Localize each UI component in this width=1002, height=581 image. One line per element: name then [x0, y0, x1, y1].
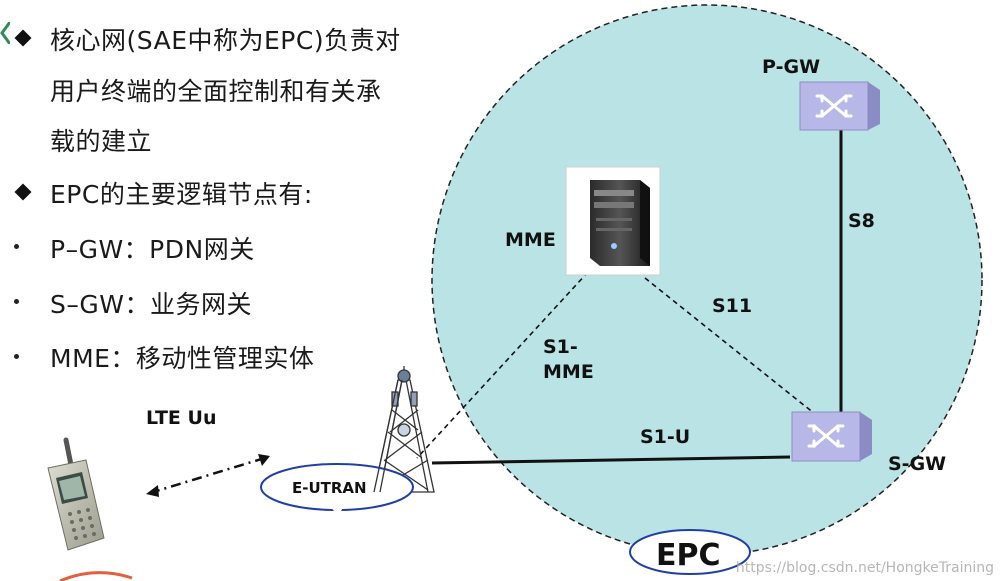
left-edge-mark	[0, 22, 10, 44]
lte-uu-arrow-icon	[146, 454, 270, 497]
bullet-2-line-1: EPC的主要逻辑节点有:	[50, 180, 313, 209]
epc-label: EPC	[656, 538, 721, 573]
pgw-label: P-GW	[762, 56, 820, 78]
epc-label-ellipse	[629, 529, 751, 575]
link-s1-u	[431, 455, 791, 465]
mme-server-icon	[565, 166, 661, 276]
bullet-1-line-1: 核心网(SAE中称为EPC)负责对	[50, 26, 401, 55]
tower-overlap-icon	[373, 379, 403, 493]
mme-label: MME	[505, 229, 556, 251]
bullet-3-line-1: P–GW：PDN网关	[50, 235, 255, 264]
bottom-orange-arc	[59, 571, 133, 581]
bullet-5-line-1: MME：移动性管理实体	[50, 344, 315, 373]
watermark-text: https://blog.csdn.net/HongkeTraining	[736, 560, 994, 576]
s1-mme-label-line-1: S1-	[543, 336, 578, 358]
s8-label: S8	[848, 210, 875, 232]
s11-label: S11	[712, 295, 752, 317]
dot-bullet-icon	[14, 354, 19, 359]
s1-mme-label-line-2: MME	[543, 361, 594, 383]
bullet-1-line-3: 载的建立	[50, 127, 153, 156]
lte-uu-label: LTE Uu	[146, 407, 216, 429]
sgw-label: S-GW	[888, 453, 946, 475]
bullet-1-line-2: 用户终端的全面控制和有关承	[50, 77, 382, 106]
eutran-label: E-UTRAN	[292, 479, 367, 497]
pgw-router-icon	[799, 81, 880, 131]
bullet-4-line-1: S–GW：业务网关	[50, 290, 252, 319]
sgw-router-icon	[791, 411, 872, 462]
s1-u-label: S1-U	[640, 426, 690, 448]
dot-bullet-icon	[14, 299, 19, 304]
link-s11	[644, 277, 821, 419]
mobile-phone-icon	[47, 437, 105, 551]
dot-bullet-icon	[14, 244, 19, 249]
link-s1-mme	[416, 271, 589, 459]
